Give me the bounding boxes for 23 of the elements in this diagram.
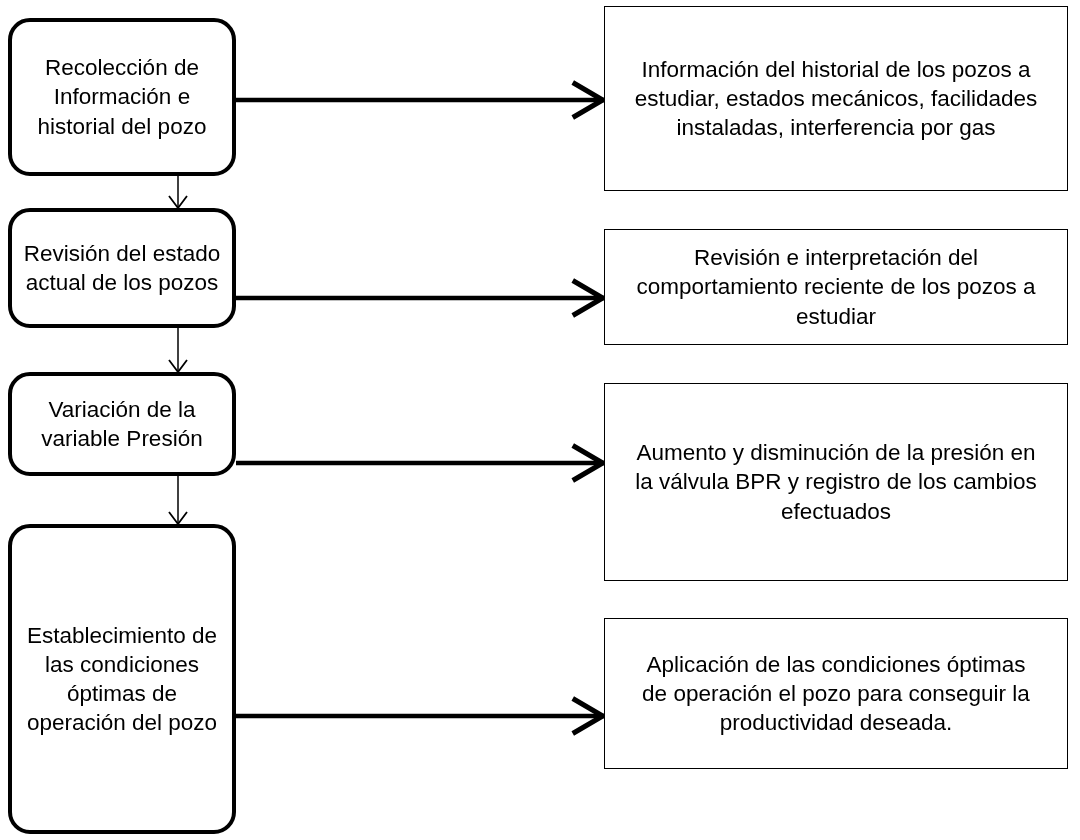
process-step-box [8,372,236,476]
description-box [604,229,1068,345]
box-text: Recolección de Información e historial del pozo [36,54,208,141]
arrow [168,175,188,209]
box-text: Aplicación de las condiciones óptimas de operación el pozo para conseguir la productividad deseada. [641,650,1031,738]
description-box [604,383,1068,581]
process-step-box [8,18,236,176]
process-step-box [8,208,236,328]
arrow [236,80,606,120]
arrow [236,443,606,483]
arrow [236,278,606,318]
box-text: Revisión e interpretación del comportamiento reciente de los pozos a estudiar [635,244,1037,331]
description-box [604,618,1068,769]
box-text: Información del historial de los pozos a estudiar, estados mecánicos, facilidades instaladas, interferencia por gas [633,55,1039,143]
arrow [168,327,188,373]
arrow [236,696,606,736]
process-step-box [8,524,236,834]
description-box [604,6,1068,191]
box-text: Establecimiento de las condiciones óptimas de operación del pozo [25,621,219,738]
arrow [168,475,188,525]
box-text: Variación de la variable Presión [40,395,204,453]
box-text: Aumento y disminución de la presión en la válvula BPR y registro de los cambios efectuados [634,439,1038,526]
box-text: Revisión del estado actual de los pozos [22,239,222,297]
